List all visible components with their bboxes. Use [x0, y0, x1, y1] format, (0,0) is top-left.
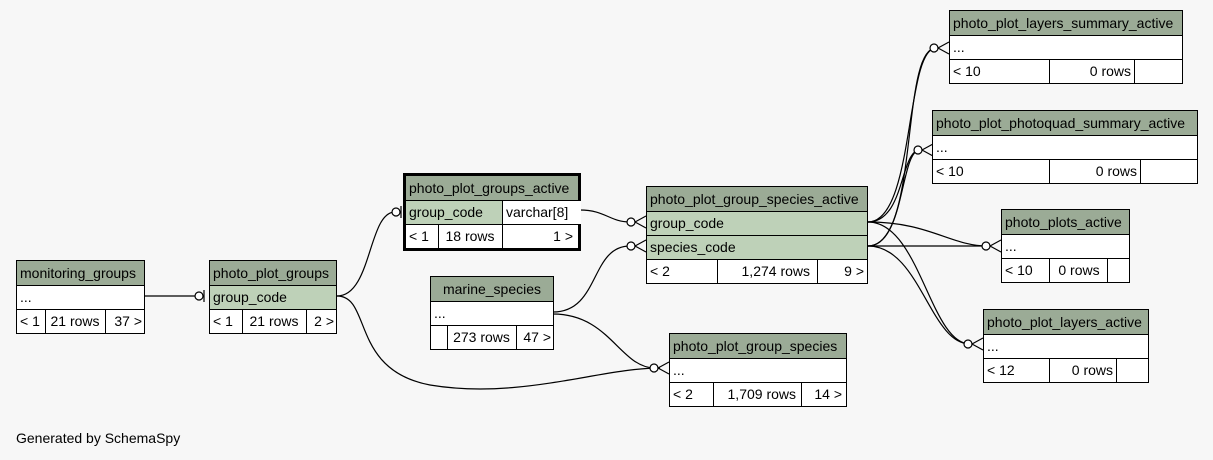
table-footer: < 1 18 rows 1 >: [406, 225, 578, 248]
parents-count[interactable]: < 10: [1005, 262, 1033, 278]
table-footer: < 2 1,709 rows 14 >: [670, 383, 846, 406]
table-footer: < 1 21 rows 37 >: [17, 310, 144, 333]
table-photo-plot-photoquad-summary-active[interactable]: photo_plot_photoquad_summary_active ... …: [932, 110, 1198, 184]
children-count[interactable]: 1 >: [502, 225, 573, 248]
table-column: group_code varchar[8]: [406, 201, 581, 225]
table-footer: < 2 1,274 rows 9 >: [647, 260, 867, 283]
column-type: varchar[8]: [502, 201, 581, 224]
edge-species-active-to-photoquad-summary-2: [867, 149, 921, 247]
table-photo-plot-groups-active[interactable]: photo_plot_groups_active group_code varc…: [403, 173, 581, 251]
table-monitoring-groups[interactable]: monitoring_groups ... < 1 21 rows 37 >: [16, 260, 145, 334]
table-column: ...: [984, 335, 1148, 359]
row-count: 0 rows: [1049, 60, 1134, 83]
table-footer: < 10 0 rows: [950, 60, 1182, 83]
table-marine-species[interactable]: marine_species ... 273 rows 47 >: [430, 276, 554, 350]
table-column: species_code: [647, 236, 867, 260]
edge-species-active-to-layers-active-2: [867, 245, 971, 345]
table-column: ...: [431, 302, 553, 326]
row-count: 1,274 rows: [717, 260, 813, 283]
table-footer: < 10 0 rows: [933, 160, 1197, 183]
table-column: ...: [933, 136, 1197, 160]
table-footer: < 12 0 rows: [984, 359, 1148, 382]
table-footer: 273 rows 47 >: [431, 326, 553, 349]
children-count[interactable]: [1116, 359, 1145, 382]
parents-count[interactable]: < 2: [673, 386, 693, 402]
table-column: ...: [17, 286, 144, 310]
parents-count[interactable]: < 10: [953, 63, 981, 79]
row-count: 0 rows: [1049, 259, 1108, 282]
table-photo-plot-group-species-active[interactable]: photo_plot_group_species_active group_co…: [646, 186, 868, 284]
children-count[interactable]: [1140, 160, 1194, 183]
row-count: 1,709 rows: [713, 383, 799, 406]
parents-count[interactable]: < 1: [213, 313, 233, 329]
edge-groups-active-to-species-active: [579, 209, 631, 223]
table-title[interactable]: photo_plot_group_species_active: [647, 187, 867, 212]
table-photo-plot-layers-summary-active[interactable]: photo_plot_layers_summary_active ... < 1…: [949, 10, 1183, 84]
table-title[interactable]: photo_plots_active: [1002, 210, 1129, 235]
table-column: ...: [1002, 235, 1129, 259]
children-count[interactable]: 9 >: [817, 260, 864, 283]
row-count: 0 rows: [1049, 160, 1140, 183]
row-count: 18 rows: [438, 225, 501, 248]
children-count[interactable]: 37 >: [105, 310, 142, 333]
edge-marine-species-to-group-species: [552, 313, 656, 369]
row-count: 21 rows: [45, 310, 104, 333]
children-count[interactable]: 47 >: [516, 326, 551, 349]
parents-count[interactable]: < 2: [650, 263, 670, 279]
edge-photo-plot-groups-to-group-species: [336, 295, 661, 390]
parents-count[interactable]: < 12: [987, 362, 1015, 378]
edge-species-active-to-layers-active: [867, 221, 971, 345]
children-count[interactable]: 14 >: [801, 383, 842, 406]
table-photo-plot-layers-active[interactable]: photo_plot_layers_active ... < 12 0 rows: [983, 309, 1149, 383]
table-photo-plot-groups[interactable]: photo_plot_groups group_code < 1 21 rows…: [209, 260, 337, 334]
edge-photo-plot-groups-to-groups-active: [336, 211, 396, 297]
table-title[interactable]: photo_plot_group_species: [670, 334, 846, 359]
parents-count[interactable]: < 10: [936, 163, 964, 179]
row-count: 21 rows: [242, 310, 305, 333]
table-photo-plots-active[interactable]: photo_plots_active ... < 10 0 rows: [1001, 209, 1130, 283]
edge-species-active-to-plots-active: [867, 221, 989, 247]
row-count: 0 rows: [1049, 359, 1116, 382]
table-column: group_code: [210, 286, 336, 310]
children-count[interactable]: 2 >: [306, 310, 334, 333]
table-column: ...: [950, 36, 1182, 60]
table-footer: < 10 0 rows: [1002, 259, 1129, 282]
table-title[interactable]: photo_plot_groups_active: [406, 176, 578, 201]
edge-species-active-to-layers-summary-2: [867, 47, 937, 247]
table-title[interactable]: photo_plot_layers_summary_active: [950, 11, 1182, 36]
table-footer: < 1 21 rows 2 >: [210, 310, 336, 333]
table-title[interactable]: photo_plot_layers_active: [984, 310, 1148, 335]
children-count[interactable]: [1134, 60, 1179, 83]
table-title[interactable]: monitoring_groups: [17, 261, 144, 286]
edge-species-active-to-layers-summary: [867, 47, 937, 223]
row-count: 273 rows: [447, 326, 515, 349]
edge-species-active-to-photoquad-summary: [867, 149, 921, 223]
table-title[interactable]: marine_species: [431, 277, 553, 302]
parents-count[interactable]: < 1: [20, 313, 40, 329]
children-count[interactable]: [1107, 259, 1128, 282]
parents-count[interactable]: < 1: [409, 228, 429, 244]
generated-by-label: Generated by SchemaSpy: [16, 430, 181, 446]
table-column: ...: [670, 359, 846, 383]
table-title[interactable]: photo_plot_groups: [210, 261, 336, 286]
table-title[interactable]: photo_plot_photoquad_summary_active: [933, 111, 1197, 136]
edge-marine-species-to-species-active: [552, 245, 631, 313]
table-column: group_code: [647, 212, 867, 236]
table-photo-plot-group-species[interactable]: photo_plot_group_species ... < 2 1,709 r…: [669, 333, 847, 407]
